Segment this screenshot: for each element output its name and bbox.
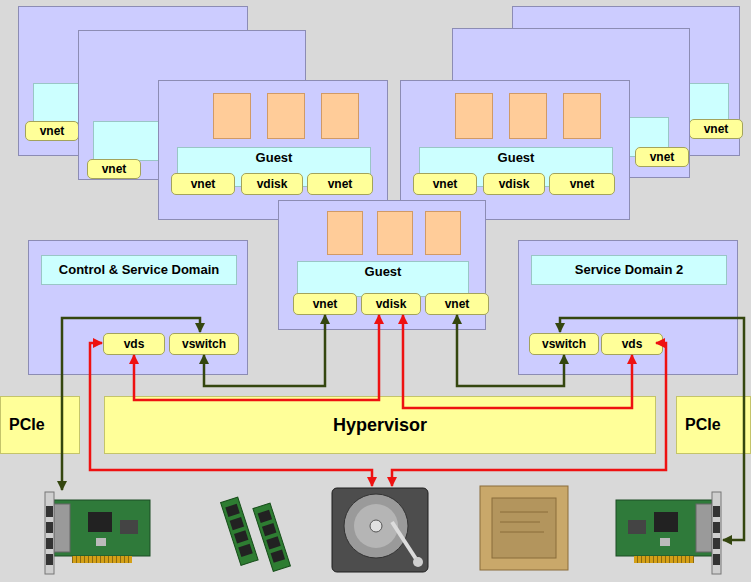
device-chip: vnet	[689, 119, 743, 139]
device-chip: vnet	[171, 173, 235, 195]
device-label: vnet	[172, 174, 234, 194]
network-card	[616, 492, 721, 574]
box-label: PCIe	[677, 397, 750, 453]
connector	[204, 315, 325, 386]
hard-disk	[332, 488, 428, 572]
device-chip: vdisk	[483, 173, 545, 195]
pcie-bar: PCIe	[676, 396, 751, 454]
cpu-thread-block	[213, 93, 251, 139]
device-label: vdisk	[362, 294, 420, 314]
disk-link	[90, 343, 372, 486]
device-label: vnet	[426, 294, 488, 314]
edge-layer	[134, 315, 632, 408]
cpu-thread-block	[321, 93, 359, 139]
box-label: Control & Service Domain	[41, 255, 237, 285]
memory-modules	[221, 497, 291, 571]
cpu-thread-block	[563, 93, 601, 139]
device-chip: vnet	[87, 159, 141, 179]
box-label: PCIe	[1, 397, 79, 453]
device-chip: vswitch	[529, 333, 599, 355]
device-chip: vdisk	[361, 293, 421, 315]
service-domain-box: Service Domain 2 vswitchvds	[518, 240, 738, 375]
device-chip: vnet	[25, 121, 79, 141]
device-chip: vds	[601, 333, 663, 355]
disk-link	[392, 343, 666, 486]
cpu-thread-block	[327, 211, 363, 255]
device-label: vds	[602, 334, 662, 354]
device-chip: vnet	[293, 293, 357, 315]
device-chip: vnet	[635, 147, 689, 167]
device-label: vnet	[308, 174, 372, 194]
device-chip: vnet	[307, 173, 373, 195]
connector	[403, 315, 632, 408]
cpu-thread-block	[267, 93, 305, 139]
device-label: vswitch	[530, 334, 598, 354]
box-label: Guest	[297, 264, 469, 280]
network-card	[45, 492, 150, 574]
network-link	[62, 318, 200, 490]
device-label: vnet	[636, 148, 688, 166]
cpu-thread-block	[425, 211, 461, 255]
device-chip: vds	[103, 333, 165, 355]
connector	[134, 315, 379, 400]
device-label: vnet	[690, 120, 742, 138]
network-link	[560, 318, 744, 540]
guest-domain-box: Guest vnet vdisk vnet	[158, 80, 388, 220]
box-label: Service Domain 2	[531, 255, 727, 285]
device-label: vswitch	[170, 334, 238, 354]
box-label: Hypervisor	[105, 397, 655, 453]
connector	[457, 315, 564, 386]
device-label: vnet	[88, 160, 140, 178]
device-label: vnet	[294, 294, 356, 314]
cpu-thread-block	[377, 211, 413, 255]
hypervisor-bar: Hypervisor	[104, 396, 656, 454]
guest-domain-box: Guest vnet vdisk vnet	[400, 80, 630, 220]
hardware	[45, 486, 721, 574]
device-label: vnet	[26, 122, 78, 140]
guest-domain-box: Guest vnet vdisk vnet	[278, 200, 486, 330]
device-chip: vswitch	[169, 333, 239, 355]
device-label: vdisk	[242, 174, 302, 194]
device-chip: vnet	[413, 173, 477, 195]
processor	[480, 486, 568, 570]
box-label: Guest	[177, 150, 371, 166]
device-label: vds	[104, 334, 164, 354]
device-chip: vnet	[549, 173, 615, 195]
device-chip: vdisk	[241, 173, 303, 195]
cpu-thread-block	[509, 93, 547, 139]
device-chip: vnet	[425, 293, 489, 315]
box-label: Guest	[419, 150, 613, 166]
device-label: vnet	[550, 174, 614, 194]
device-label: vnet	[414, 174, 476, 194]
device-label: vdisk	[484, 174, 544, 194]
cpu-thread-block	[455, 93, 493, 139]
pcie-bar: PCIe	[0, 396, 80, 454]
